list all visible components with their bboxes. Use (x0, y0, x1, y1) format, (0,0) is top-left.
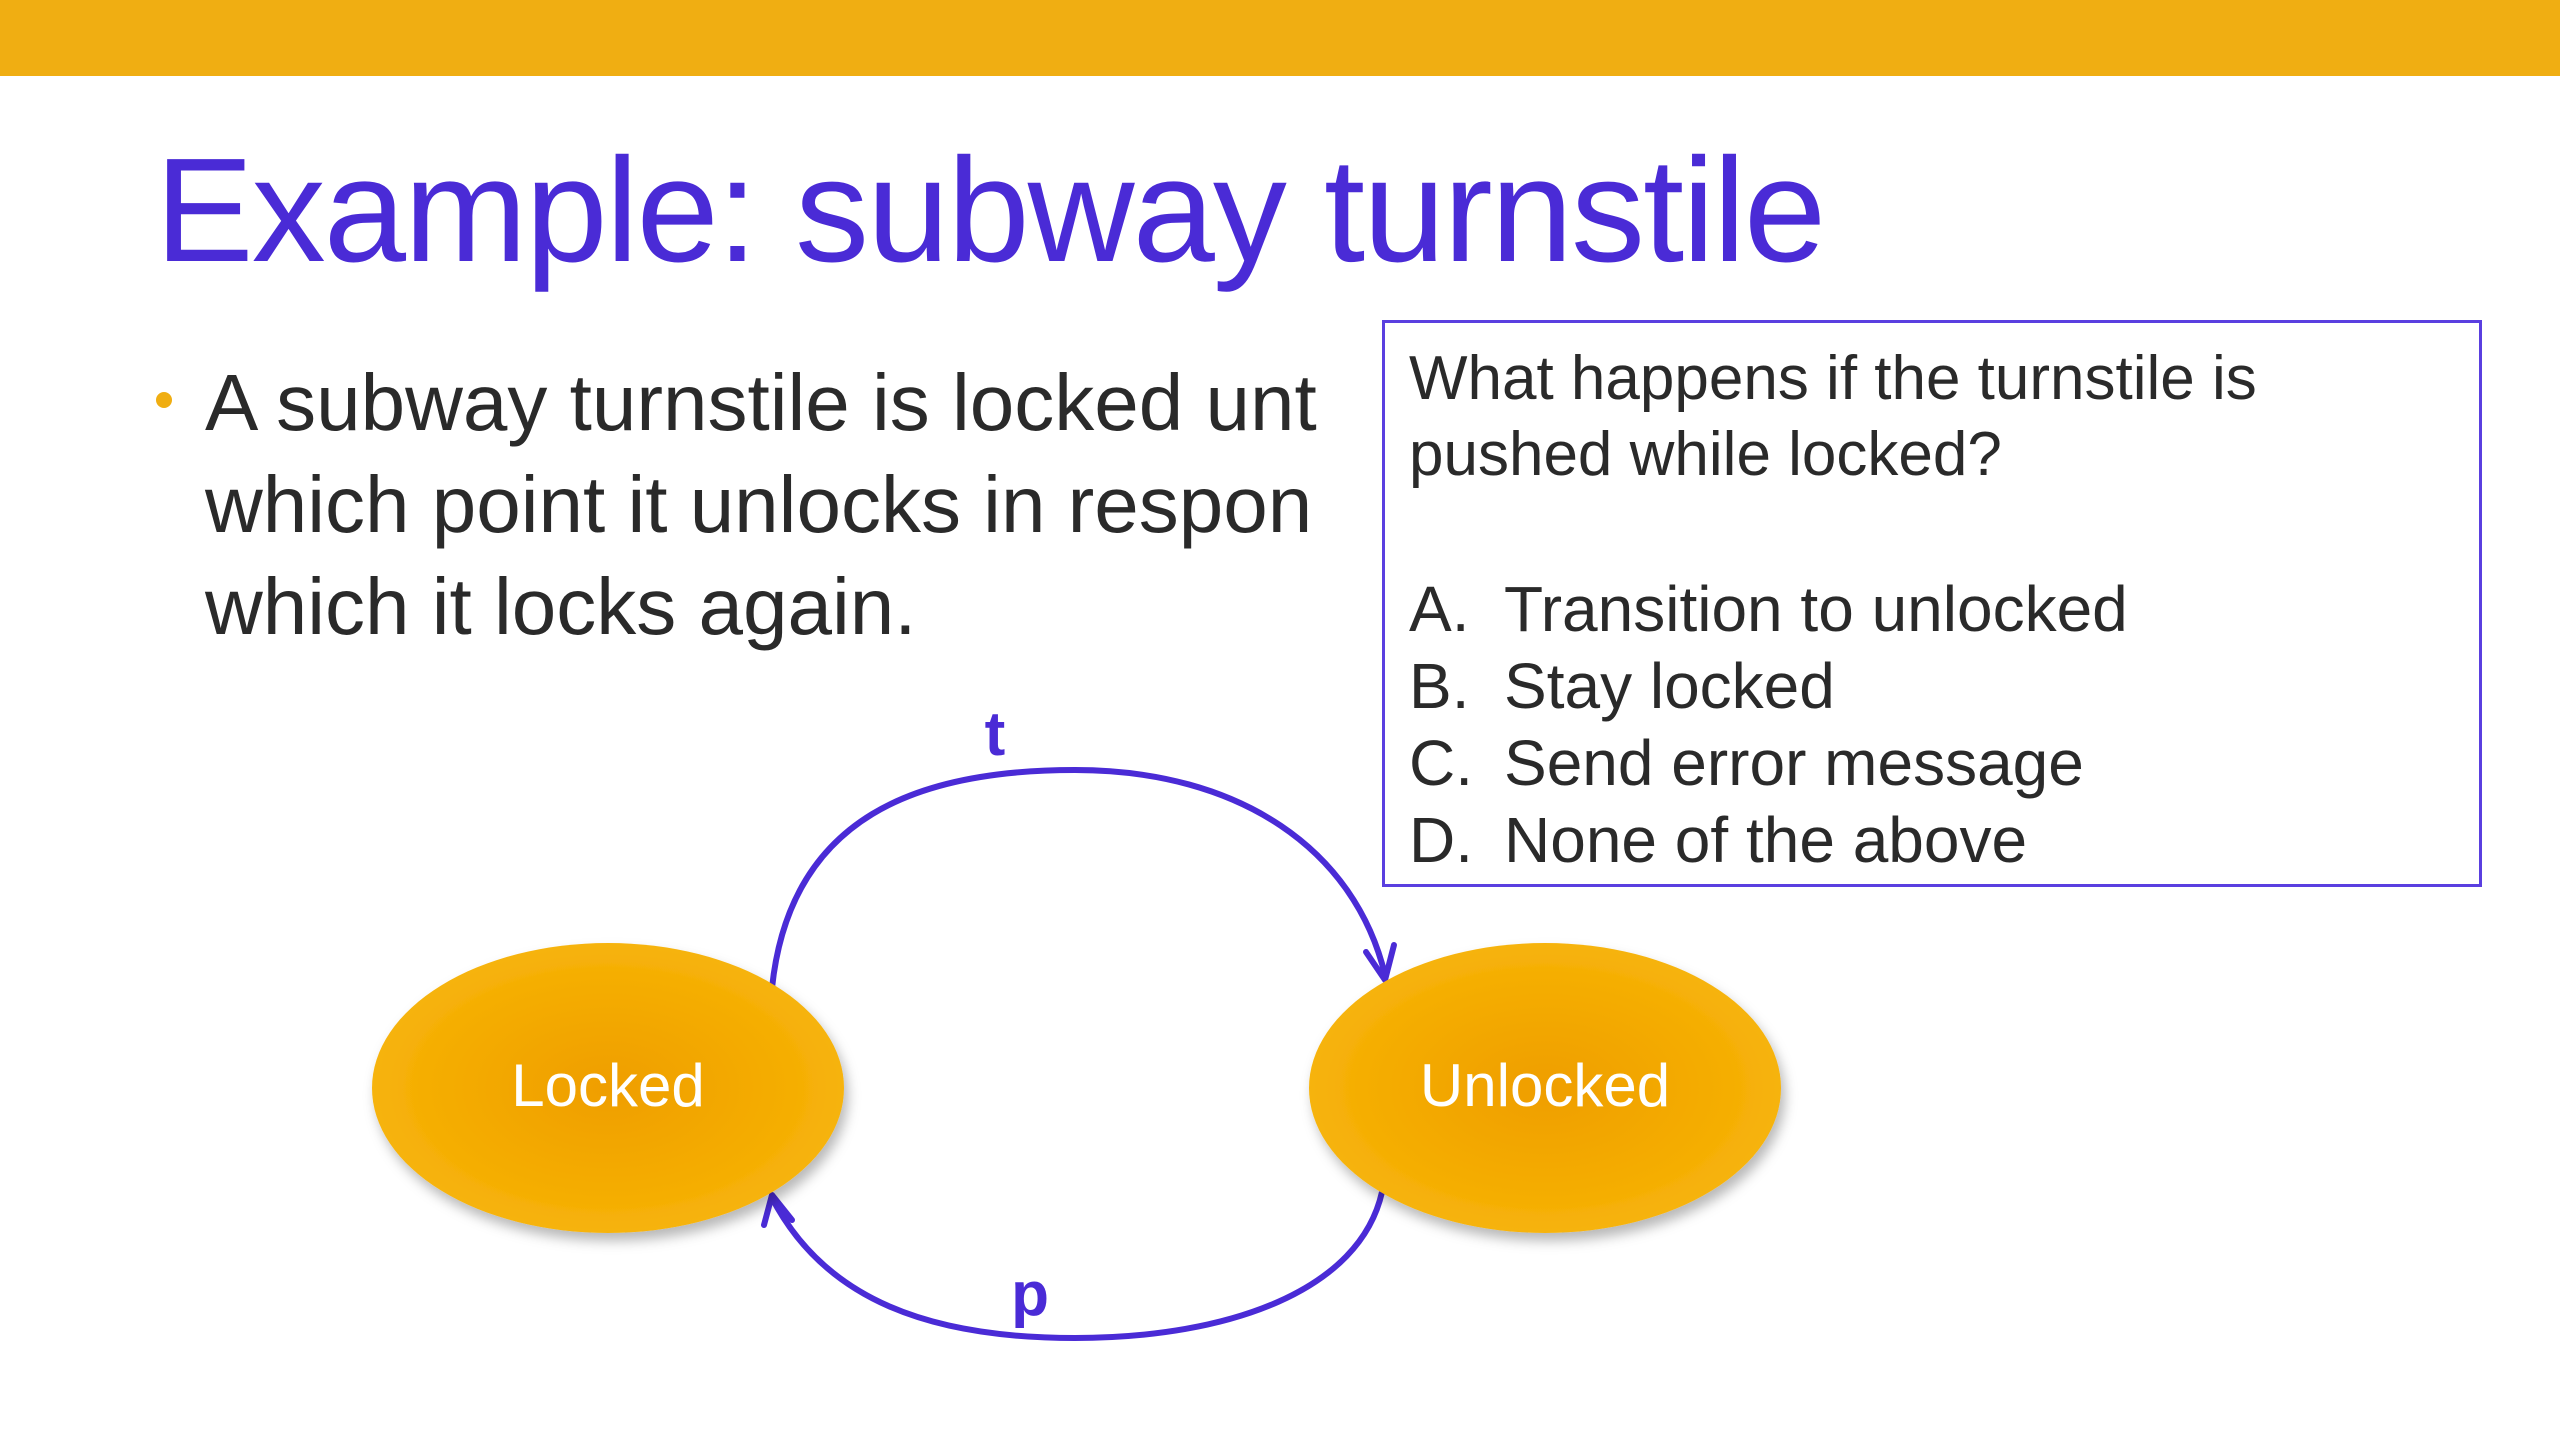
option-text: Stay locked (1504, 650, 1835, 722)
arrowhead-icon (1363, 942, 1397, 983)
state-label-unlocked: Unlocked (1420, 1052, 1670, 1119)
bullet-text: A subway turnstile is locked unt which p… (205, 352, 1505, 658)
option-text: Send error message (1504, 727, 2084, 799)
option-letter: A. (1409, 573, 1470, 645)
bullet-line: which it locks again. (205, 562, 917, 651)
bullet-line: which point it unlocks in respon (205, 460, 1313, 549)
quiz-option-b[interactable]: B. Stay locked (1409, 648, 2455, 725)
quiz-option-d[interactable]: D. None of the above (1409, 802, 2455, 879)
quiz-question: What happens if the turnstile is pushed … (1409, 344, 2257, 489)
state-locked: Locked (372, 943, 844, 1233)
option-text: None of the above (1504, 804, 2028, 876)
quiz-option-c[interactable]: C. Send error message (1409, 725, 2455, 802)
header-accent-bar (0, 0, 2560, 76)
transition-label-p: p (1011, 1260, 1049, 1329)
quiz-options: A. Transition to unlocked B. Stay locked… (1409, 571, 2455, 879)
bullet-line: A subway turnstile is locked unt (205, 358, 1317, 447)
bullet-dot-icon (156, 392, 172, 408)
slide-title: Example: subway turnstile (155, 128, 1826, 293)
quiz-box: What happens if the turnstile is pushed … (1382, 320, 2482, 887)
option-letter: B. (1409, 650, 1470, 722)
arrowhead-icon (761, 1192, 795, 1228)
state-unlocked: Unlocked (1309, 943, 1781, 1233)
option-letter: D. (1409, 804, 1473, 876)
transition-arrow-p (769, 1191, 1385, 1342)
option-text: Transition to unlocked (1504, 573, 2128, 645)
state-label-locked: Locked (511, 1052, 704, 1119)
quiz-option-a[interactable]: A. Transition to unlocked (1409, 571, 2455, 648)
option-letter: C. (1409, 727, 1473, 799)
transition-label-t: t (985, 700, 1006, 769)
transition-arrow-t (769, 766, 1388, 989)
